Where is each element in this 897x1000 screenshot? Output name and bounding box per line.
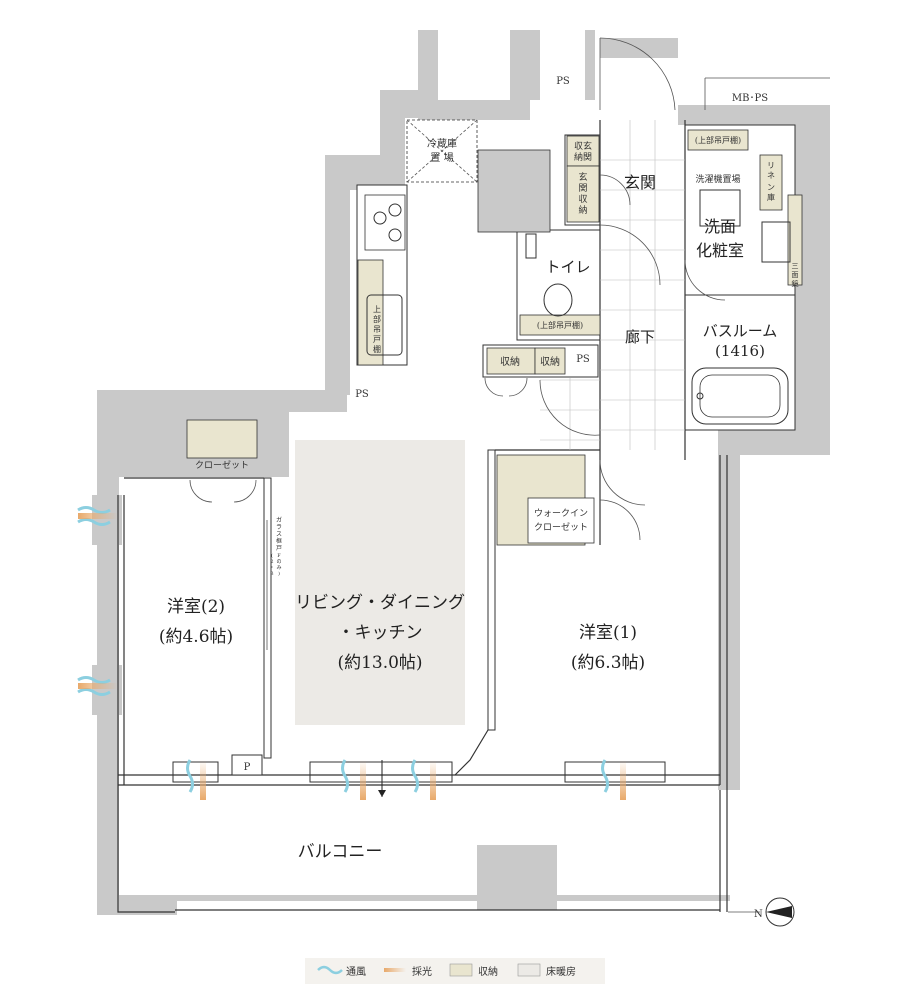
walkin-label-line1: ウォークイン	[534, 508, 588, 519]
glass-door-9: 3	[270, 571, 273, 577]
entrance-label: 玄関	[624, 173, 656, 192]
glass-door-3: ス	[276, 531, 282, 538]
fixture-labels: PS PS PS MB･PS P ガ ラ ス 框 戸 ( 2 ・ 3 F の み…	[244, 76, 769, 773]
three-mirror-2: 面	[792, 271, 799, 279]
linen-2: ネ	[767, 171, 775, 180]
legend-light: 採光	[412, 965, 432, 978]
bathroom-label: バスルーム	[703, 322, 778, 340]
toilet-label: トイレ	[545, 258, 590, 276]
western1-label: 洋室(1)	[579, 623, 637, 643]
floor-heating-swatch	[517, 963, 541, 977]
glass-door-6: (	[271, 552, 273, 559]
upper-cabinet-kitchen-1: 上	[373, 305, 381, 314]
genkan-shuno-a1: 収玄	[574, 140, 592, 152]
glass-door-2: ラ	[276, 524, 282, 531]
upper-cabinet-kitchen-3: 吊	[373, 325, 381, 334]
genkan-shuno-b-3: 収	[578, 193, 587, 205]
walkin-label-line2: クローゼット	[534, 521, 588, 533]
western2-size: (約4.6帖)	[159, 627, 233, 647]
legend-wind: 通風	[346, 966, 366, 978]
ldk-label-line2: ・キッチン	[338, 623, 423, 643]
wind-icon	[317, 965, 343, 975]
glass-door-8: ・	[269, 565, 274, 571]
three-mirror-1: 三	[792, 262, 799, 270]
storage-labels: クローゼット ウォークイン クローゼット 収納 収納 収玄 納関 玄 関 収 納…	[195, 135, 799, 533]
light-icon	[384, 968, 406, 972]
bathroom-size: (1416)	[715, 342, 765, 360]
linen-4: 庫	[767, 192, 775, 202]
shuno1-label: 収納	[500, 355, 520, 368]
storage-areas	[186, 129, 803, 546]
washroom-label-line1: 洗面	[704, 217, 736, 236]
room-labels: リビング・ダイニング ・キッチン (約13.0帖) 洋室(1) (約6.3帖) …	[159, 173, 777, 862]
ps2-label: PS	[355, 389, 369, 400]
linen-3: ン	[767, 183, 775, 192]
legend-floor-heating: 床暖房	[546, 965, 576, 978]
wall-outlines	[117, 455, 760, 913]
ldk-label-line1: リビング・ダイニング	[295, 593, 465, 613]
storage-swatch	[449, 963, 473, 977]
fridge-label-line2: 置 場	[430, 151, 453, 164]
shuno2-label: 収納	[540, 355, 560, 368]
genkan-shuno-b-1: 玄	[578, 171, 587, 183]
genkan-shuno-b-2: 関	[578, 183, 587, 194]
wind-light-marks	[77, 506, 626, 800]
glass-door-7: 2	[270, 559, 273, 565]
upper-cabinet-wash: (上部吊戸棚)	[695, 135, 741, 145]
mbps-label: MB･PS	[732, 93, 768, 104]
floor-heating-area	[295, 440, 465, 725]
glass-door-1: ガ	[276, 516, 282, 524]
upper-cabinet-kitchen-4: 戸	[373, 335, 381, 344]
north-compass-icon: N	[754, 897, 795, 927]
balcony-label: バルコニー	[298, 842, 383, 862]
glass-door-5: 戸	[276, 545, 282, 552]
ldk-size: (約13.0帖)	[337, 653, 422, 673]
upper-cabinet-kitchen-2: 部	[373, 314, 381, 324]
western1-size: (約6.3帖)	[571, 653, 645, 673]
ps1-label: PS	[556, 76, 570, 87]
glass-door-11: の	[276, 559, 281, 565]
linen-1: リ	[767, 161, 775, 170]
legend-storage: 収納	[478, 965, 498, 978]
glass-door-12: み	[276, 565, 281, 571]
p-label: P	[244, 762, 251, 773]
svg-text:N: N	[754, 909, 763, 920]
glass-door-10: F	[277, 553, 281, 559]
upper-cabinet-toilet: (上部吊戸棚)	[537, 320, 583, 330]
closet-label: クローゼット	[195, 459, 249, 471]
fridge-label-line1: 冷蔵庫	[427, 137, 457, 150]
glass-door-13: )	[278, 570, 280, 577]
upper-cabinet-kitchen-5: 棚	[373, 344, 381, 354]
genkan-shuno-b-4: 納	[578, 204, 587, 216]
genkan-shuno-a2: 納関	[574, 151, 592, 163]
ps3-label: PS	[576, 354, 590, 365]
fixtures	[172, 37, 830, 797]
corridor-label: 廊下	[625, 328, 655, 346]
legend: 通風 採光 収納 床暖房	[305, 958, 605, 984]
laundry-label: 洗濯機置場	[695, 173, 740, 185]
washroom-label-line2: 化粧室	[696, 241, 744, 260]
western2-label: 洋室(2)	[167, 597, 225, 617]
three-mirror-3: 鏡	[792, 279, 799, 288]
glass-door-4: 框	[276, 537, 282, 545]
